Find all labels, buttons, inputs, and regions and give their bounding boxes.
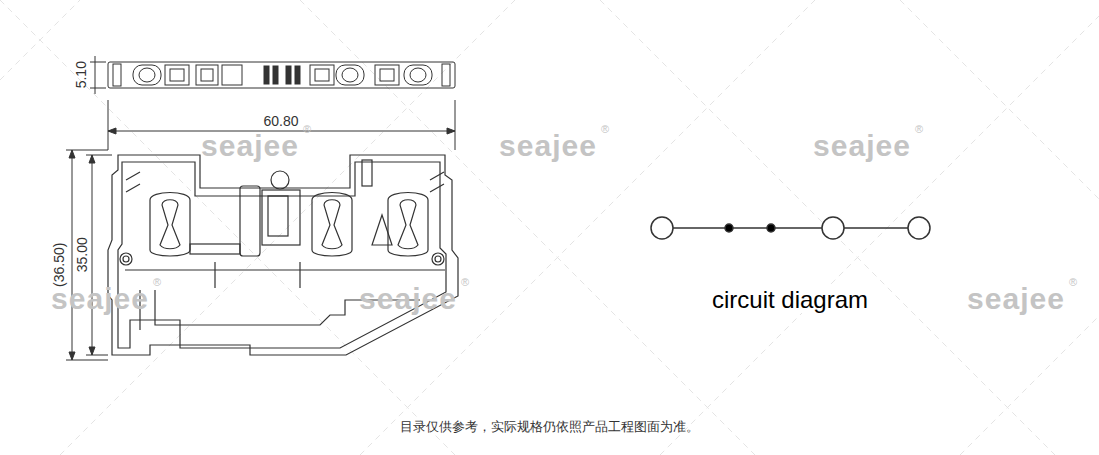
front-view (108, 155, 458, 355)
watermark-mark: ® (1069, 276, 1077, 288)
dimension-text: (36.50) (52, 243, 67, 287)
watermark-mark: ® (303, 123, 311, 135)
top-view (108, 62, 455, 88)
dimension-text: 60.80 (263, 114, 298, 129)
watermark: seajee (359, 282, 457, 315)
watermark-mark: ® (461, 276, 469, 288)
dimension-text: 5.10 (74, 61, 89, 88)
watermark: seajee (967, 282, 1065, 315)
spring-clamps (126, 172, 444, 256)
watermark: seajee (51, 282, 149, 315)
watermark: seajee (499, 129, 597, 162)
circuit-symbol (651, 217, 930, 239)
footnote: 目录仅供参考，实际规格仍依照产品工程图面为准。 (400, 420, 699, 434)
dimension-text: 35.00 (75, 237, 90, 272)
circuit-caption: circuit diagram (709, 287, 871, 313)
watermark: seajee (813, 129, 911, 162)
watermark: seajee (201, 129, 299, 162)
watermark-mark: ® (915, 123, 923, 135)
watermark-mark: ® (153, 276, 161, 288)
watermark-mark: ® (601, 123, 609, 135)
